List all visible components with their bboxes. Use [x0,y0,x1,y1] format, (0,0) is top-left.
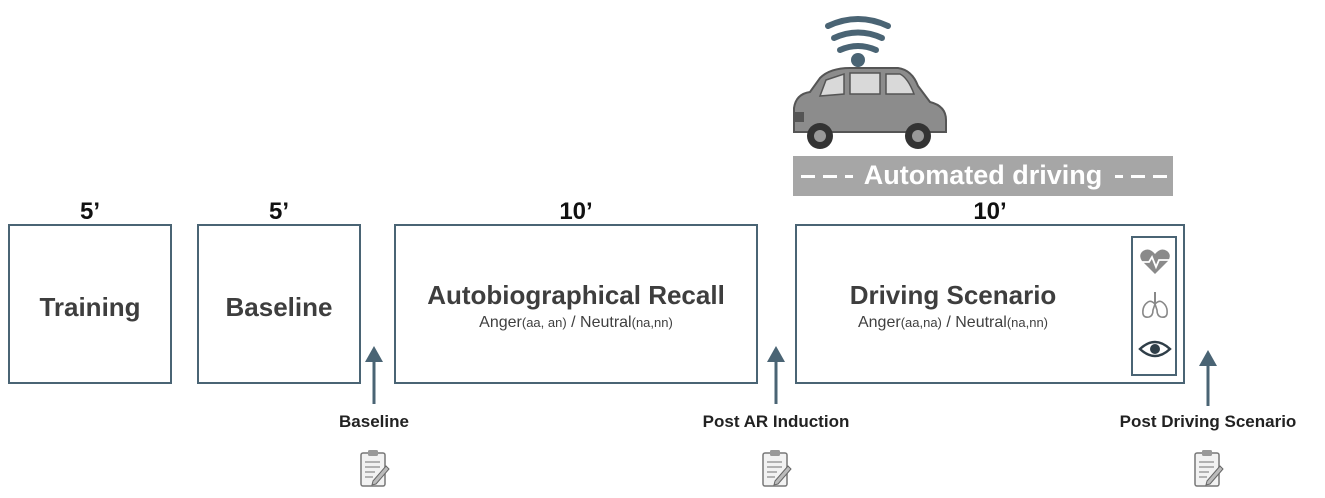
measurement-arrow-baseline [365,346,383,404]
clipboard-icon [1194,450,1224,487]
road-dash-left [801,175,815,178]
measurement-arrow-post-ar [767,346,785,404]
condition-neutral: Neutral [955,314,1007,331]
phase-box-autobiographical-recall: Autobiographical Recall Anger(aa, an) / … [394,224,758,384]
clipboard-icon [762,450,792,487]
measurement-label-post-driving: Post Driving Scenario [1119,412,1297,431]
measurement-arrow-post-driving [1199,350,1217,406]
condition-anger: Anger [479,314,522,331]
lungs-icon [1142,292,1168,318]
road-dash-right [1115,175,1123,178]
condition-neutral-codes: (na,nn) [631,315,673,330]
duration-driving: 10’ [973,198,1007,225]
phase-box-baseline: Baseline [197,224,361,384]
road-dash-left [823,175,837,178]
phase-box-training: Training [8,224,172,384]
condition-anger-codes: (aa,na) [900,315,942,330]
condition-separator: / [941,314,956,331]
condition-anger: Anger [857,314,901,331]
phase-title: Driving Scenario [849,280,1057,310]
road-dash-left [845,175,853,178]
condition-neutral: Neutral [580,314,632,331]
phase-title: Baseline [225,292,333,322]
condition-neutral-codes: (na,nn) [1006,315,1049,330]
banner-label: Automated driving [863,160,1103,190]
road-dash-right [1131,175,1145,178]
eye-icon [1138,340,1172,358]
car-illustration [793,16,947,149]
condition-separator: / [566,314,581,331]
phase-title: Training [39,292,141,322]
automated-driving-banner: Automated driving [793,156,1173,196]
duration-recall: 10’ [559,198,593,225]
phase-conditions: Anger(aa, an) / Neutral(na,nn) [396,314,756,332]
car-icon [793,67,947,149]
clipboard-icon [360,450,390,487]
duration-baseline: 5’ [268,198,289,225]
heart-rate-icon [1140,249,1170,274]
phase-conditions: Anger(aa,na) / Neutral(na,nn) [797,314,1109,332]
measurement-label-post-ar: Post AR Induction [702,412,850,431]
duration-training: 5’ [79,198,100,225]
road-dash-right [1153,175,1167,178]
measurement-label-baseline: Baseline [339,412,409,431]
physiological-sensors-panel [1131,236,1177,376]
phase-box-driving-scenario: Driving Scenario Anger(aa,na) / Neutral(… [795,224,1185,384]
phase-title: Autobiographical Recall [427,280,725,310]
condition-anger-codes: (aa, an) [521,315,567,330]
